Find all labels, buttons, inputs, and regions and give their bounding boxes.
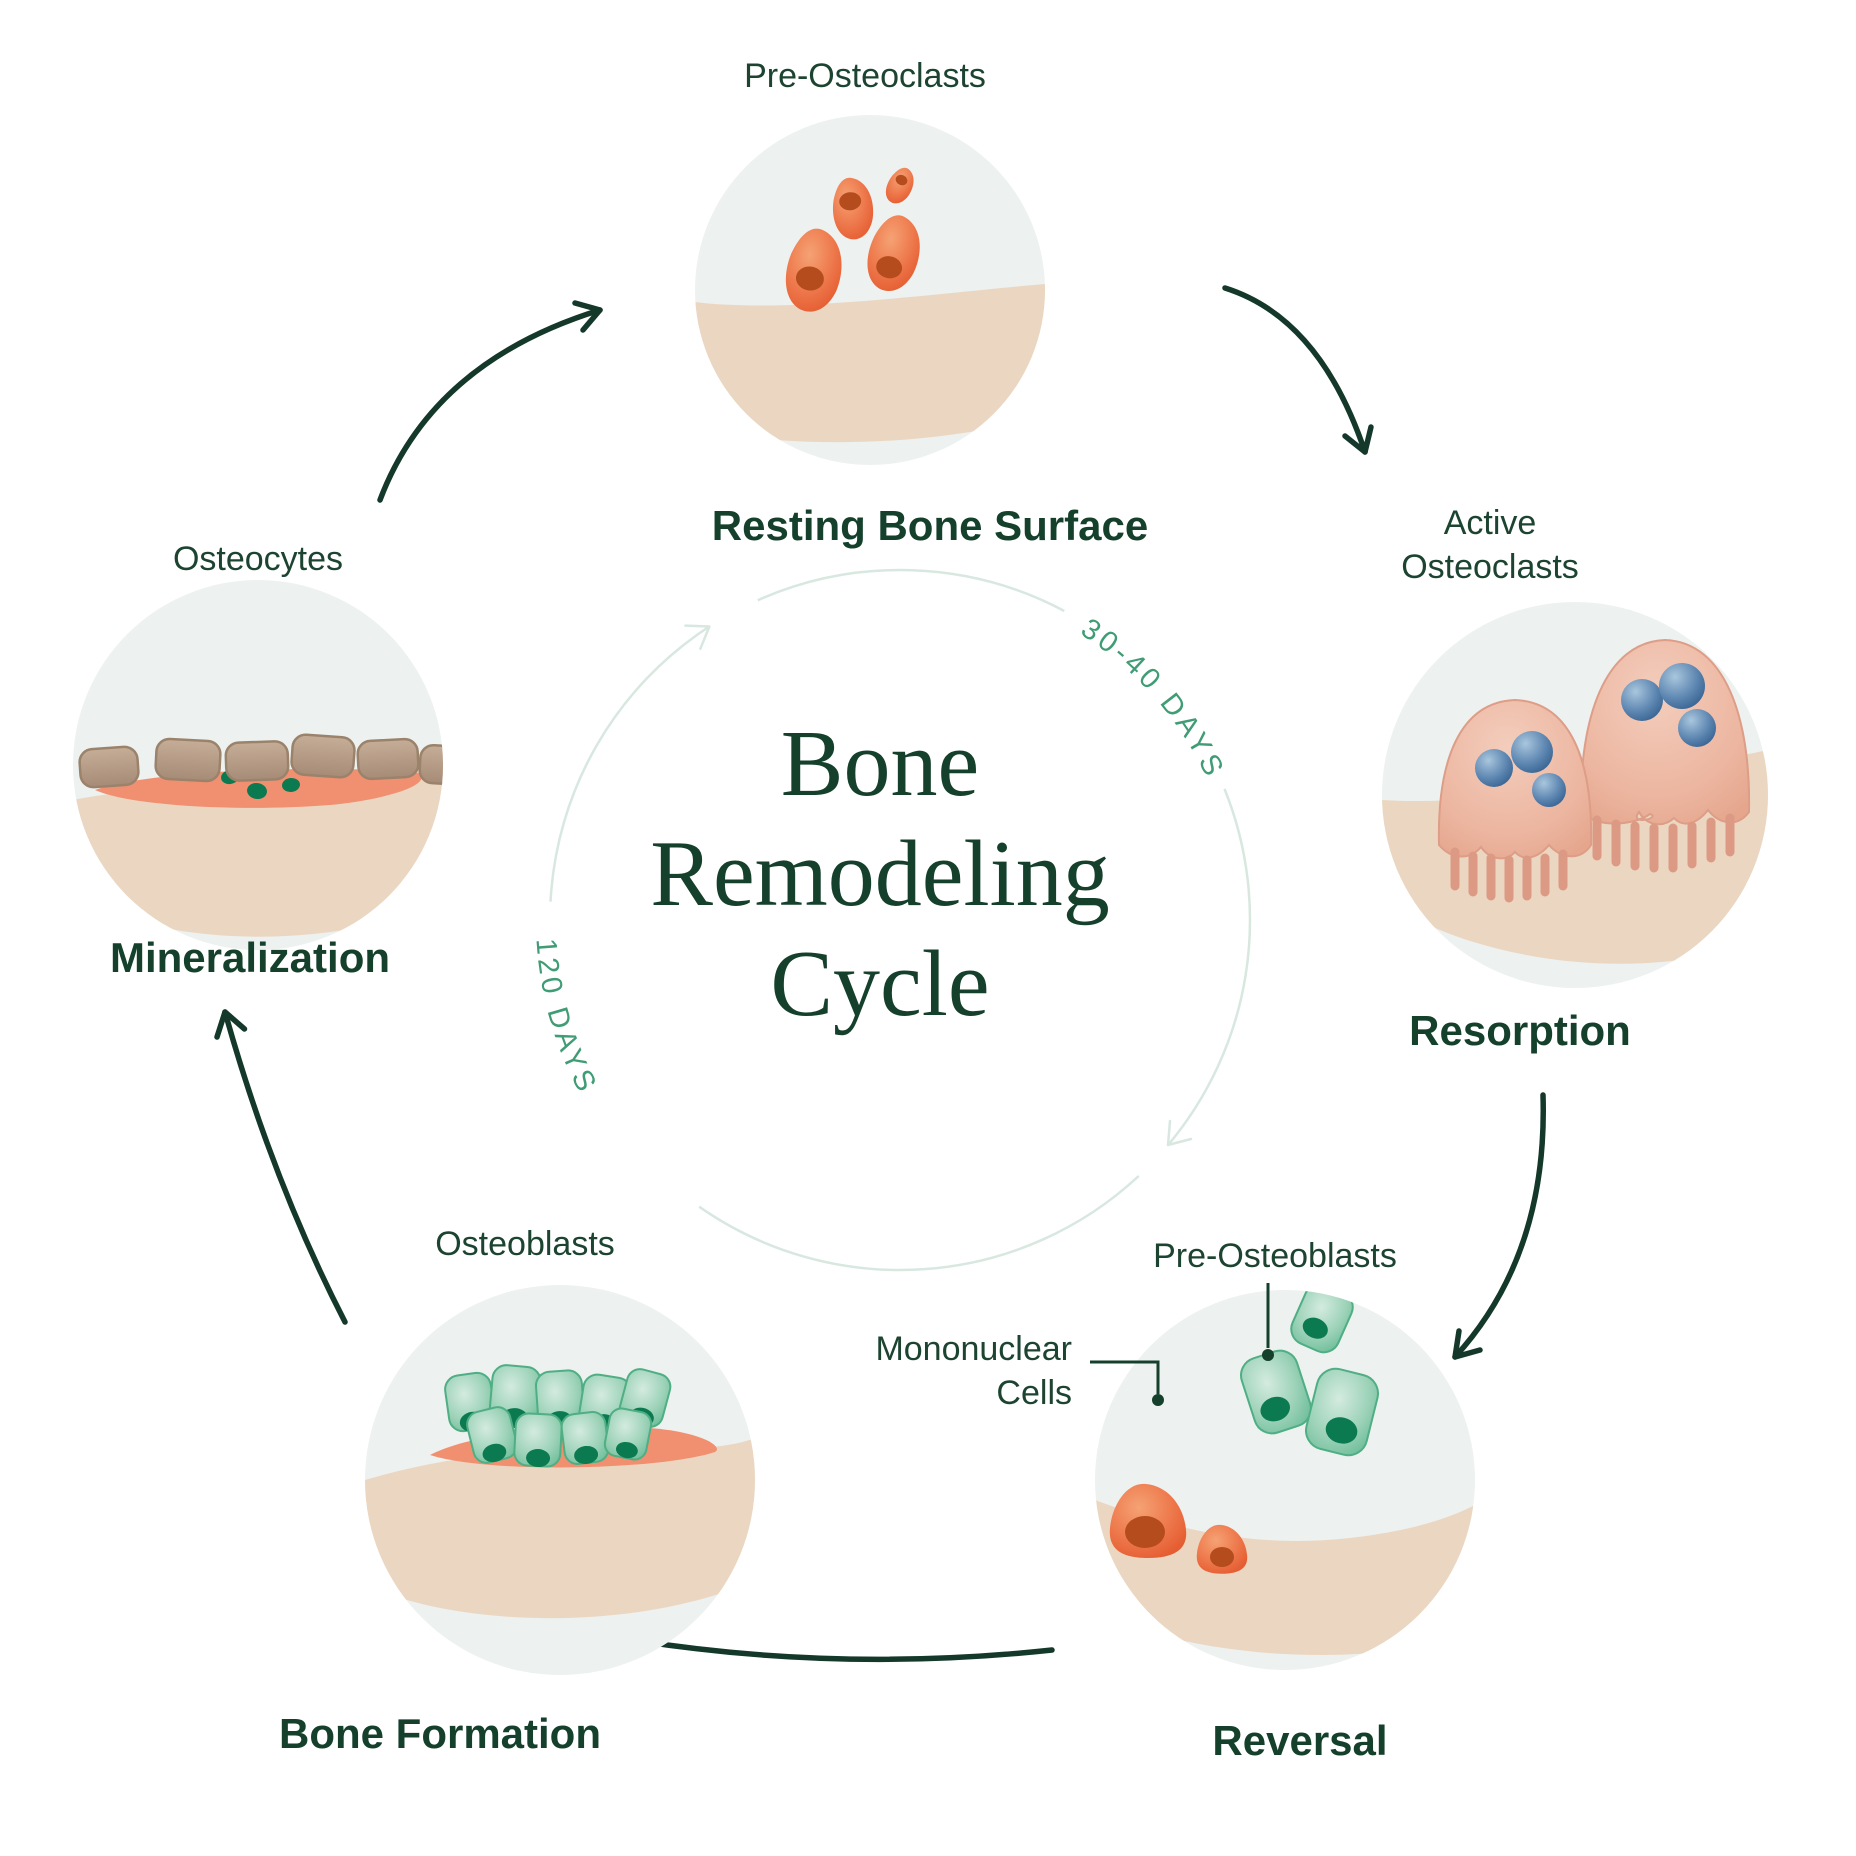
label-resting-bone-surface: Resting Bone Surface [712, 502, 1148, 549]
active-osteoclast-cell-left [1437, 698, 1593, 903]
lining-cell-1 [78, 745, 140, 789]
stage-arrows [214, 285, 1547, 1663]
stage-mineralization: Osteocytes Mineralization [73, 540, 443, 981]
ring-arrowhead-top-left-icon [684, 624, 711, 650]
label-pre-osteoblasts: Pre-Osteoblasts [1153, 1237, 1397, 1275]
leader-line-mononuclear [1090, 1360, 1160, 1394]
stage-reversal: Pre-Osteoblasts Mononuclear Cells Revers… [875, 1237, 1475, 1764]
osteoblast-cell-6 [466, 1406, 518, 1464]
label-active-osteoclasts-line1: Active [1444, 504, 1537, 542]
arrow-formation-to-mineralization-icon [214, 1009, 348, 1325]
label-osteocytes: Osteocytes [173, 540, 343, 578]
label-pre-osteoclasts: Pre-Osteoclasts [744, 57, 986, 95]
arrow-resorption-to-reversal-icon [1452, 1092, 1547, 1360]
pre-osteoblast-cell-2 [1305, 1367, 1379, 1457]
lining-cell-5 [356, 737, 420, 781]
osteoblast-cell-8 [560, 1410, 610, 1466]
ring-arc-left [549, 625, 711, 902]
lining-cell-3 [224, 740, 290, 782]
lining-cell-2 [154, 737, 222, 783]
osteoblast-cell-9 [603, 1407, 653, 1461]
title-line-1: Bone [781, 712, 979, 816]
stage-resorption: Active Osteoclasts Resorption [1382, 504, 1768, 1054]
resting-bone-surface-shape [695, 284, 1045, 443]
formation-bone-shape [365, 1438, 755, 1619]
label-resorption: Resorption [1409, 1007, 1631, 1054]
label-osteoblasts: Osteoblasts [435, 1225, 615, 1263]
arrow-mineralization-to-resting-icon [377, 300, 603, 503]
stage-bone-formation: Osteoblasts Bone Formation [279, 1225, 755, 1757]
mononuclear-cells-illustration [1109, 1483, 1248, 1574]
ruffled-border-right-icon [1592, 813, 1735, 873]
label-mononuclear: Mononuclear [875, 1330, 1072, 1368]
osteoblast-cells-illustration [444, 1364, 672, 1468]
mononuclear-cell-large [1109, 1483, 1187, 1558]
label-mononuclear-cells: Cells [996, 1374, 1072, 1412]
mononuclear-cell-small [1196, 1524, 1248, 1574]
title-line-3: Cycle [770, 932, 989, 1036]
pre-osteoclast-cell-2 [832, 177, 874, 240]
stage-resting: Pre-Osteoclasts Resting Bone Surface [695, 57, 1148, 549]
ring-arc-top [757, 568, 1065, 613]
ring-arrowhead-bottom-right-icon [1166, 1119, 1193, 1147]
mineralization-bone-shape [73, 763, 443, 937]
leader-dot-pre-osteoblasts [1262, 1349, 1274, 1361]
duration-120-days: 120 DAYS [529, 937, 603, 1100]
label-reversal: Reversal [1212, 1717, 1387, 1764]
ring-arc-right [1167, 788, 1252, 1146]
pre-osteoclast-cell-1 [785, 228, 842, 312]
pre-osteoblast-cell-3 [1290, 1290, 1354, 1354]
label-bone-formation: Bone Formation [279, 1710, 601, 1757]
osteoblast-cell-7 [513, 1412, 563, 1468]
active-osteoclast-cell-right [1579, 638, 1751, 873]
title-line-2: Remodeling [650, 822, 1110, 926]
cycle-ring [549, 568, 1252, 1272]
pre-osteoclast-cells [785, 167, 920, 312]
callout-pre-osteoblasts: Pre-Osteoblasts [1153, 1237, 1397, 1361]
ruffled-border-left-icon [1450, 847, 1568, 903]
lining-cell-6 [418, 743, 443, 787]
label-active-osteoclasts-line2: Osteoclasts [1401, 548, 1579, 586]
center-title: Bone Remodeling Cycle [650, 712, 1110, 1036]
pre-osteoclast-cell-3 [885, 167, 914, 204]
label-mineralization: Mineralization [110, 934, 390, 981]
duration-30-40-days: 30-40 DAYS [1075, 612, 1231, 784]
osteoclast-nuclei-left [1475, 731, 1566, 807]
reversal-bone-shape [1095, 1500, 1475, 1655]
bone-lining-cells [78, 733, 443, 789]
callout-mononuclear-cells: Mononuclear Cells [875, 1330, 1164, 1412]
leader-dot-mononuclear [1152, 1394, 1164, 1406]
osteoclast-nuclei-right [1621, 663, 1716, 747]
lining-cell-4 [290, 733, 356, 779]
pre-osteoblast-cells-illustration [1240, 1290, 1379, 1457]
pre-osteoclast-cell-4 [867, 215, 920, 292]
ring-arc-bottom [698, 1175, 1140, 1272]
arrow-resting-to-resorption-icon [1222, 285, 1374, 455]
